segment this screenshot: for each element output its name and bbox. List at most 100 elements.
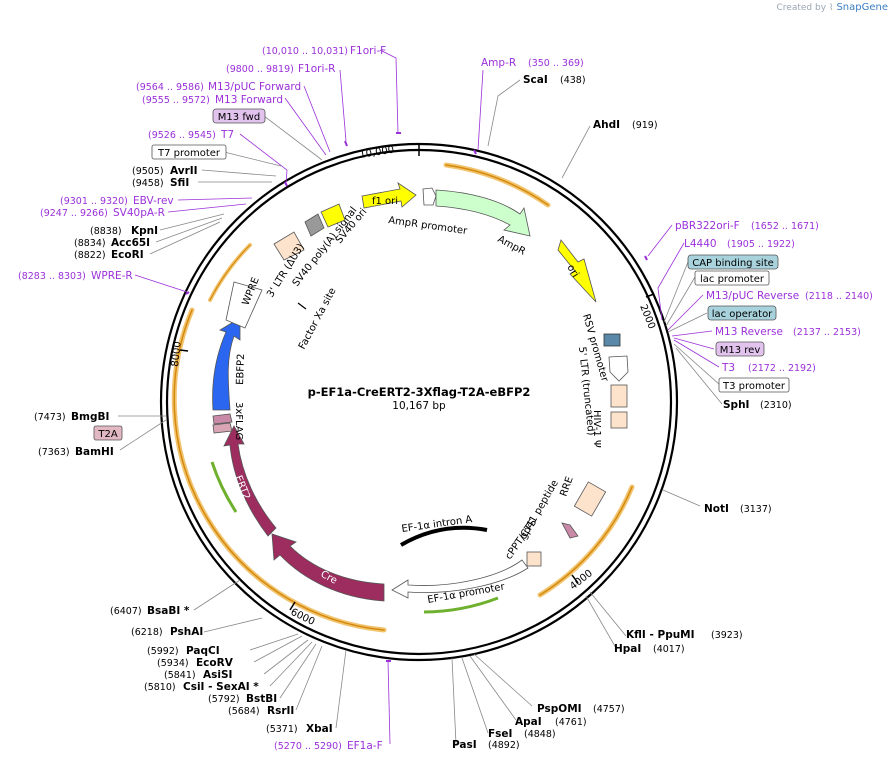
t3-promoter-box-label: T3 promoter: [722, 381, 786, 392]
primer-pbr322ori-f-range: (1652 .. 1671): [751, 221, 819, 232]
factor-xa-label: Factor Xa site: [297, 286, 339, 351]
primer-f1ori-f-range: (10,010 .. 10,031): [262, 46, 348, 57]
flag-label: 3xFLAG: [233, 402, 244, 440]
lac-operator-box[interactable]: [707, 305, 777, 321]
m13-rev-box-label: M13 rev: [720, 345, 761, 356]
primer-m13-fwd-name: M13 Forward: [215, 94, 283, 106]
created-by-text: Created by: [776, 2, 827, 13]
enzyme-hpai-pos: (4017): [653, 644, 685, 655]
primer-ef1a-f-name: EF1a-F: [347, 740, 383, 752]
rre-label: RRE: [558, 475, 575, 498]
cre-arrow[interactable]: [271, 533, 385, 602]
enzyme-avrii-name: AvrII: [170, 165, 198, 177]
enzyme-ecori-pos: (8822): [74, 250, 106, 261]
rsv-promoter-arrow[interactable]: [608, 355, 629, 382]
enzyme-noti-pos: (3137): [740, 504, 772, 515]
primer-m13puc-fwd-name: M13/pUC Forward: [208, 81, 301, 93]
t2a-box-label: T2A: [97, 429, 117, 440]
enzyme-sphi-pos: (2310): [760, 400, 792, 411]
flag-marker[interactable]: [212, 413, 233, 425]
enzyme-pspomi-name: PspOMI: [537, 703, 582, 715]
sv40-ori-box[interactable]: [320, 203, 346, 228]
m13-fwd-box[interactable]: [212, 108, 266, 124]
enzyme-kfli-name: KflI - PpuMI: [626, 629, 695, 641]
enzyme-xbai-pos: (5371): [266, 724, 298, 735]
rre-box[interactable]: [573, 481, 607, 517]
cppt-box[interactable]: [526, 551, 542, 567]
f1-ori-arrow[interactable]: [361, 182, 417, 209]
primer-amp-r-name: Amp-R: [481, 57, 516, 69]
ltr5-box[interactable]: [610, 384, 628, 408]
primer-sv40pa-r-name: SV40pA-R: [113, 207, 165, 219]
orange-highlight-arcs: [171, 162, 635, 633]
t7-promoter-box-label: T7 promoter: [157, 148, 221, 159]
wpre-box[interactable]: [225, 281, 263, 329]
enzyme-pshai-name: PshAI: [170, 626, 203, 638]
enzyme-scai-name: ScaI: [523, 74, 548, 86]
lac-cluster[interactable]: [603, 333, 621, 347]
green-arc-ef1a: [423, 596, 499, 614]
enzyme-scai-pos: (438): [560, 75, 586, 86]
enzyme-pasi-name: PasI: [452, 739, 477, 751]
ef1a-promoter-arrow[interactable]: [391, 559, 529, 599]
ori-arrow[interactable]: [557, 239, 597, 303]
snapgene-name: SnapGene: [836, 2, 888, 13]
f1-ori-label: f1 ori: [372, 196, 398, 207]
snapgene-logo-icon: ⌇: [829, 2, 834, 13]
tick-label-8000: 8000: [170, 341, 184, 367]
t3-promoter-box[interactable]: [718, 377, 790, 393]
primer-f1ori-r-name: F1ori-R: [298, 63, 335, 75]
enzyme-hpai-name: HpaI: [614, 643, 641, 655]
enzyme-pasi-pos: (4892): [488, 740, 520, 751]
enzyme-csii-pos: (5810): [144, 682, 176, 693]
primer-wpre-r-name: WPRE-R: [91, 270, 133, 282]
ebfp2-arrow[interactable]: [212, 317, 241, 411]
enzyme-bstbi-pos: (5792): [208, 694, 240, 705]
enzyme-bstbi-name: BstBI: [246, 693, 277, 705]
plasmid-name: p-EF1a-CreERT2-3Xflag-T2A-eBFP2: [308, 385, 531, 399]
hiv-psi-box[interactable]: [610, 411, 628, 429]
primer-t7-range: (9526 .. 9545): [148, 130, 216, 141]
ampr-arrow[interactable]: [435, 189, 531, 237]
enzyme-xbai-name: XbaI: [306, 723, 333, 735]
enzyme-csii-name: CsiI - SexAI *: [183, 681, 259, 693]
ltr3-box[interactable]: [273, 231, 305, 261]
lac-promoter-box-label: lac promoter: [700, 274, 765, 285]
sv40-polya-box[interactable]: [304, 213, 325, 237]
m13-rev-box[interactable]: [715, 341, 765, 357]
enzyme-bmgbi-name: BmgBI: [71, 411, 109, 423]
t2a-marker[interactable]: [212, 422, 233, 434]
ef1a-intron-arc[interactable]: [399, 525, 488, 547]
t2a-box[interactable]: [93, 425, 123, 441]
enzyme-ahdi-name: AhdI: [593, 119, 620, 131]
enzyme-paqci-name: PaqCI: [186, 645, 220, 657]
ebfp2-label: EBFP2: [235, 353, 247, 385]
enzyme-pshai-pos: (6218): [131, 627, 163, 638]
factor-xa-line: [297, 302, 307, 310]
gp41-arrow[interactable]: [561, 522, 579, 539]
primer-m13puc-rev-range: (2118 .. 2140): [805, 291, 873, 302]
tick-marks: [179, 144, 655, 611]
ert2-arrow[interactable]: [223, 425, 277, 537]
primer-pbr322ori-f-name: pBR322ori-F: [675, 220, 740, 232]
lac-operator-box-label: lac operator: [712, 309, 773, 320]
hiv-psi-label: HIV-1 Ψ: [591, 410, 602, 448]
enzyme-apai-name: ApaI: [515, 716, 542, 728]
primer-l4440-range: (1905 .. 1922): [727, 239, 795, 250]
ampr-label: AmpR: [496, 234, 528, 258]
primer-f1ori-r-range: (9800 .. 9819): [226, 64, 294, 75]
enzyme-noti-name: NotI: [704, 503, 729, 515]
enzyme-paqci-pos: (5992): [147, 646, 179, 657]
primer-m13-rev-range: (2137 .. 2153): [793, 327, 861, 338]
primer-m13puc-fwd-range: (9564 .. 9586): [136, 82, 204, 93]
tick-label-2000: 2000: [637, 303, 657, 331]
ampr-promoter-arrow[interactable]: [422, 187, 437, 206]
lac-promoter-box[interactable]: [694, 270, 770, 286]
cap-binding-box[interactable]: [687, 254, 779, 270]
enzyme-kpni-pos: (8838): [90, 226, 122, 237]
primer-wpre-r-range: (8283 .. 8303): [18, 271, 86, 282]
enzyme-ecorv-pos: (5934): [157, 658, 189, 669]
enzyme-bamhi-name: BamHI: [75, 446, 114, 458]
t7-promoter-box[interactable]: [151, 144, 227, 160]
